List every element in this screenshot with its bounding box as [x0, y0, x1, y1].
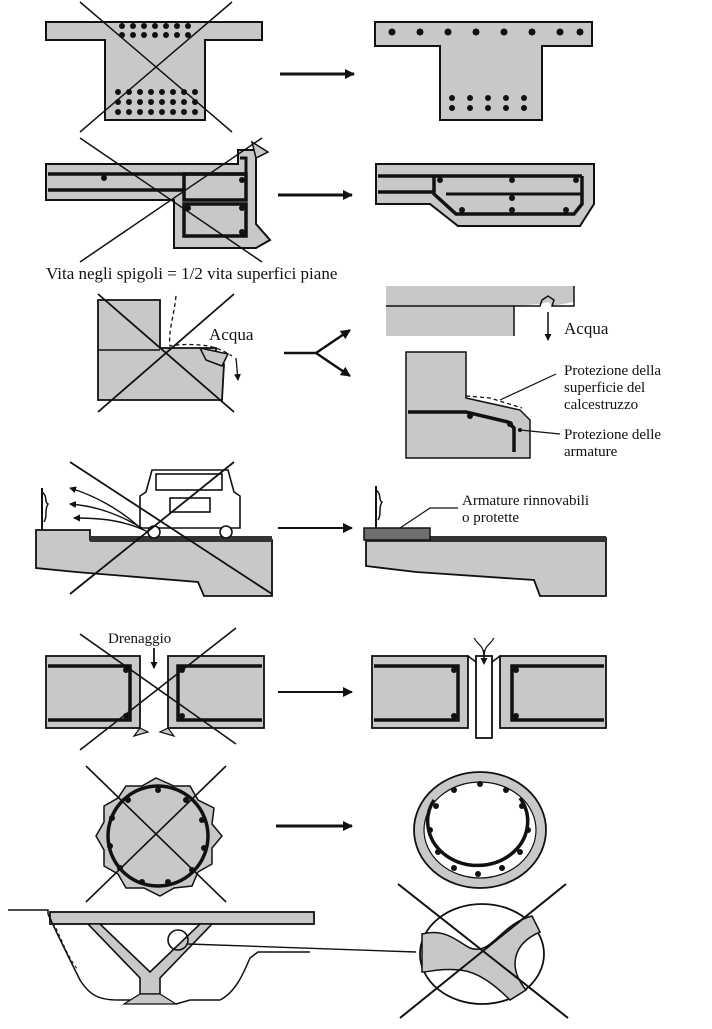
- row4-bad-deck: [35, 461, 273, 597]
- car: [139, 469, 241, 539]
- row3-bad-drip: [97, 293, 241, 413]
- row3-good-protection: [405, 351, 561, 459]
- row5-bad-joint: [45, 627, 265, 751]
- row2-good-beam-end: [375, 163, 595, 227]
- row6-good-column: [413, 771, 547, 889]
- row1-good-tbeam: [374, 21, 593, 121]
- row3-fork-arrow: [284, 328, 351, 378]
- protection-rebars-line1: Protezione delle: [564, 427, 662, 443]
- row3-good-drip: [386, 286, 575, 341]
- protection-rebars-line2: armature: [564, 444, 618, 460]
- renewable-rebars-line2: o protette: [462, 510, 520, 526]
- row2-bad-beam-end: [45, 137, 272, 263]
- renewable-rebars-line1: Armature rinnovabili: [462, 493, 590, 509]
- row6-bad-column: [85, 765, 227, 903]
- protection-surface-line2: superficie del: [564, 380, 646, 396]
- row1-bad-tbeam: [45, 1, 263, 133]
- drainage-label: Drenaggio: [108, 631, 172, 647]
- row7-bad-strut: [8, 909, 417, 1005]
- row4-good-deck: [363, 486, 607, 597]
- water-label-left: Acqua: [209, 325, 254, 344]
- row5-good-joint: [371, 637, 607, 739]
- row7-detail-crossed: [397, 883, 569, 1019]
- protection-surface-line3: calcestruzzo: [564, 397, 639, 413]
- caption-edge-life: Vita negli spigoli = 1/2 vita superfici …: [46, 264, 338, 283]
- water-label-right: Acqua: [564, 319, 609, 338]
- protection-surface-line1: Protezione della: [564, 363, 662, 379]
